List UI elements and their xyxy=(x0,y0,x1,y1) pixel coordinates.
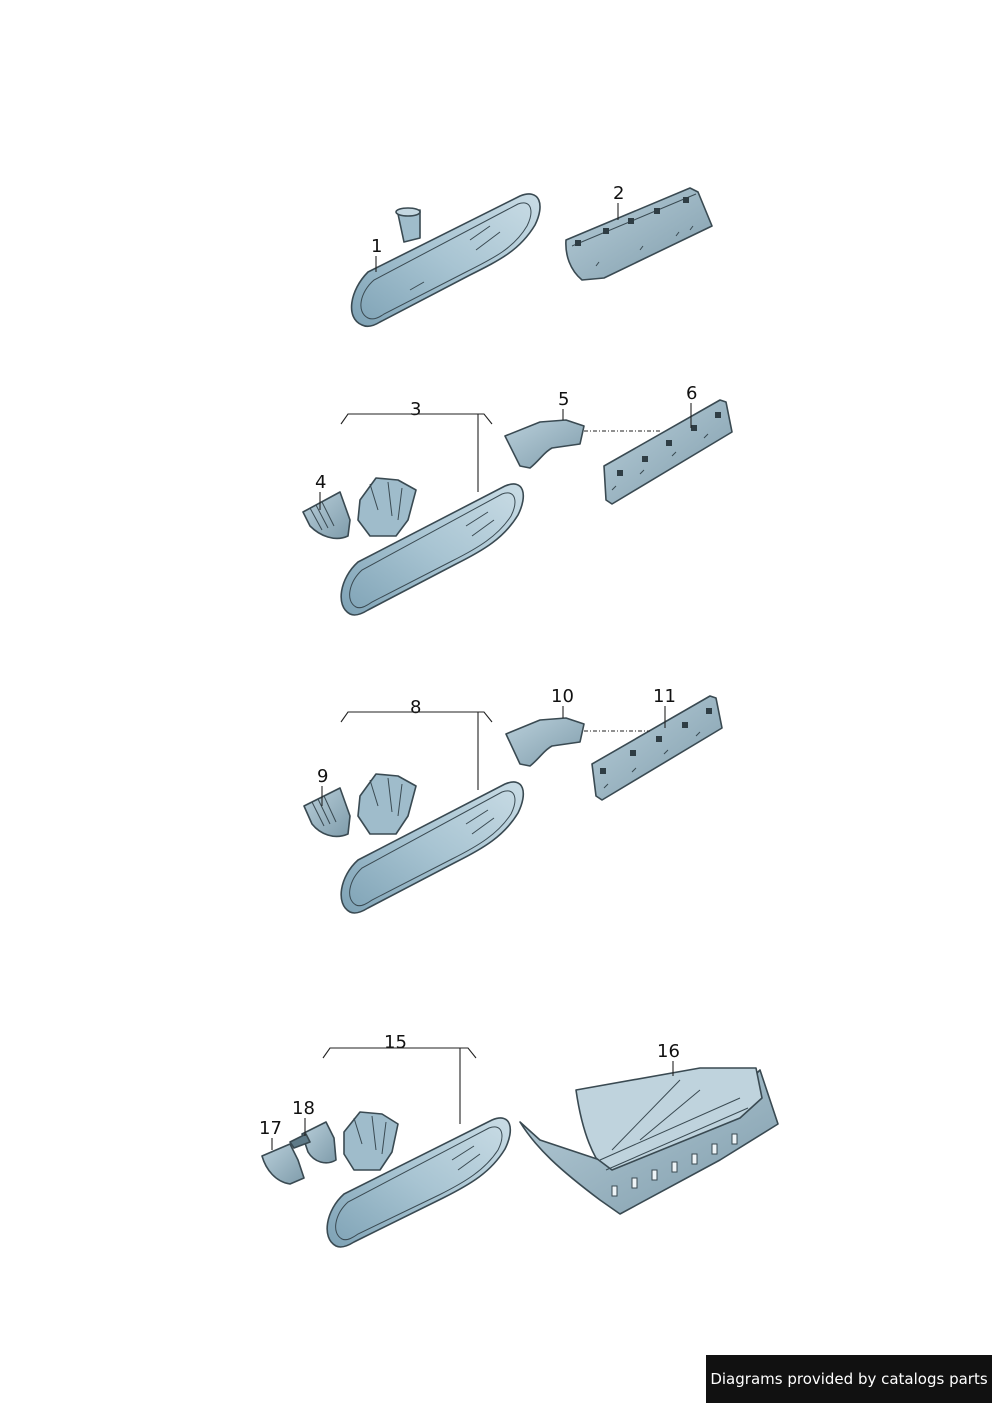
part-15-rearview-mirror xyxy=(326,1117,512,1248)
svg-text:18: 18 xyxy=(292,1098,315,1119)
svg-text:1: 1 xyxy=(371,236,382,257)
callout-5: 5 xyxy=(558,389,569,420)
mount-bracket-row2 xyxy=(357,477,417,537)
svg-text:8: 8 xyxy=(410,697,421,718)
part-6-trim-panel xyxy=(603,399,733,505)
svg-text:6: 6 xyxy=(686,383,697,404)
svg-text:3: 3 xyxy=(410,399,421,420)
part-11-trim-panel xyxy=(591,695,723,801)
part-17-cover xyxy=(261,1143,305,1185)
callout-15: 15 xyxy=(322,1032,477,1124)
callout-9: 9 xyxy=(317,766,328,806)
svg-text:9: 9 xyxy=(317,766,328,787)
part-9-cover xyxy=(303,787,351,838)
mount-bracket-row3 xyxy=(357,773,417,835)
svg-text:15: 15 xyxy=(384,1032,407,1053)
svg-text:4: 4 xyxy=(315,472,326,493)
credit-badge: Diagrams provided by catalogs parts xyxy=(706,1355,992,1403)
callout-10: 10 xyxy=(551,686,574,718)
svg-text:11: 11 xyxy=(653,686,676,707)
callout-16: 16 xyxy=(657,1041,680,1076)
svg-text:10: 10 xyxy=(551,686,574,707)
callout-11: 11 xyxy=(653,686,676,728)
part-4-cover xyxy=(302,491,351,540)
callout-3: 3 xyxy=(340,399,493,492)
callout-18: 18 xyxy=(292,1098,315,1136)
callout-1: 1 xyxy=(371,236,382,272)
svg-text:16: 16 xyxy=(657,1041,680,1062)
part-5-cover xyxy=(504,419,585,469)
svg-text:17: 17 xyxy=(259,1118,282,1139)
svg-text:2: 2 xyxy=(613,183,624,204)
part-8-rearview-mirror xyxy=(340,781,525,914)
part-10-cover xyxy=(505,717,585,767)
callout-4: 4 xyxy=(315,472,326,510)
callout-2: 2 xyxy=(613,183,624,220)
part-16-glove-box-trim xyxy=(519,1067,779,1215)
callout-8: 8 xyxy=(340,697,493,790)
clip-dots xyxy=(575,197,689,246)
callout-17: 17 xyxy=(259,1118,282,1150)
part-2-trim-panel xyxy=(565,187,713,281)
part-1-rearview-mirror xyxy=(350,193,541,328)
part-3-rearview-mirror xyxy=(340,483,525,616)
svg-text:5: 5 xyxy=(558,389,569,410)
mount-bracket-row4 xyxy=(343,1111,399,1171)
part-18-cover xyxy=(289,1121,337,1164)
callout-6: 6 xyxy=(686,383,697,428)
